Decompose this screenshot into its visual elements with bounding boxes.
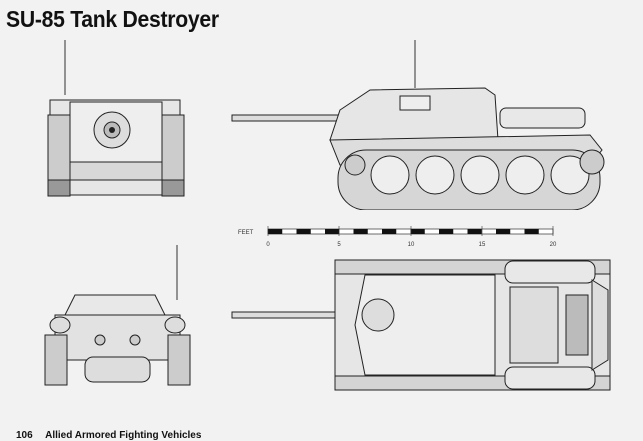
scale-segment xyxy=(439,229,454,234)
scale-segment xyxy=(496,229,511,234)
page-title: SU-85 Tank Destroyer xyxy=(6,6,219,32)
scale-tick-5: 5 xyxy=(337,242,341,248)
front-view-drawing xyxy=(47,40,185,197)
scale-segment xyxy=(268,229,283,234)
scale-segment xyxy=(410,229,425,234)
scale-segment xyxy=(467,229,482,234)
page-number: 106 xyxy=(16,430,33,441)
scale-segment xyxy=(382,229,397,234)
top-view-drawing xyxy=(231,259,611,391)
side-view-drawing xyxy=(231,40,605,210)
book-title: Allied Armored Fighting Vehicles xyxy=(45,430,202,441)
rear-view-drawing xyxy=(44,245,191,386)
scale-tick-0: 0 xyxy=(266,242,270,248)
scale-tick-10: 10 xyxy=(408,242,415,248)
scale-segment xyxy=(524,229,539,234)
page-footer: 106 Allied Armored Fighting Vehicles xyxy=(16,430,211,441)
scale-bar: FEET 0 5 10 15 20 xyxy=(238,226,557,248)
scale-unit-label: FEET xyxy=(238,230,254,236)
scale-tick-20: 20 xyxy=(550,242,557,248)
scale-segment xyxy=(353,229,368,234)
scale-tick-15: 15 xyxy=(479,242,486,248)
scale-segment xyxy=(296,229,311,234)
scale-segment xyxy=(325,229,340,234)
